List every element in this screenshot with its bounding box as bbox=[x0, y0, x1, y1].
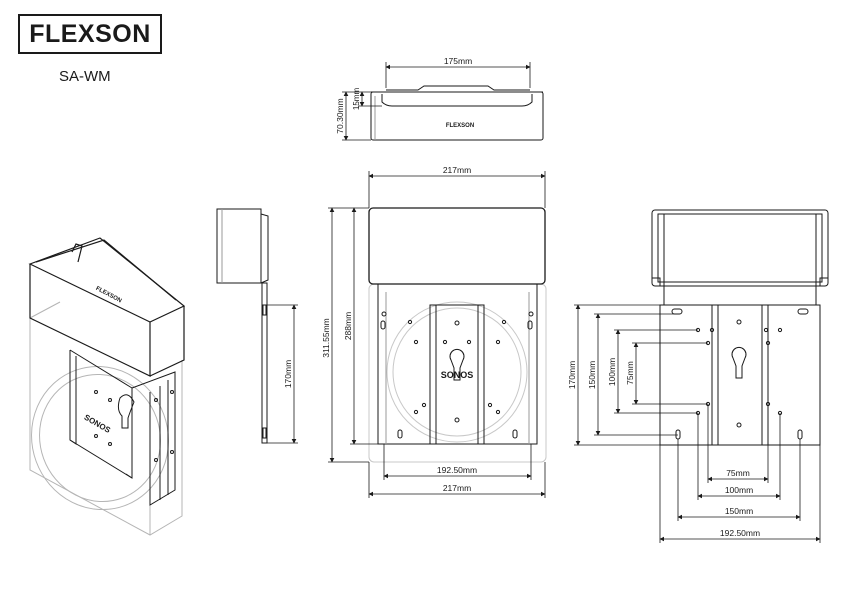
dim-front-total-label: 311.55mm bbox=[321, 318, 331, 358]
side-view bbox=[216, 208, 269, 444]
perspective-view bbox=[28, 237, 186, 536]
dim-side-170 bbox=[267, 304, 298, 444]
perspective-speaker-brand: SONOS bbox=[82, 413, 112, 436]
logo-text: FLEXSON bbox=[29, 19, 151, 48]
dim-175 bbox=[385, 62, 531, 88]
top-view bbox=[370, 85, 544, 141]
dim-70 bbox=[342, 91, 371, 141]
dim-back-w100-label: 100mm bbox=[725, 485, 753, 495]
dim-15 bbox=[358, 91, 382, 107]
dim-back-w192 bbox=[659, 445, 821, 543]
dim-front-top bbox=[368, 171, 546, 208]
dim-15-label: 15mm bbox=[352, 88, 361, 111]
dim-back-100 bbox=[614, 329, 698, 414]
dim-back-170 bbox=[574, 304, 660, 446]
dim-back-w75-label: 75mm bbox=[726, 468, 750, 478]
dim-70-label: 70.30mm bbox=[335, 98, 345, 133]
dim-side-170-label: 170mm bbox=[283, 360, 293, 388]
dim-front-bottom-label: 217mm bbox=[443, 483, 471, 493]
dim-front-total bbox=[328, 207, 369, 463]
dim-back-100-label: 100mm bbox=[607, 358, 617, 386]
dim-back-75-label: 75mm bbox=[625, 361, 635, 385]
dim-front-holes bbox=[383, 444, 532, 480]
back-view bbox=[651, 209, 829, 446]
dim-front-holes-label: 192.50mm bbox=[437, 465, 477, 475]
dim-back-w150-label: 150mm bbox=[725, 506, 753, 516]
dim-back-150-label: 150mm bbox=[587, 361, 597, 389]
dim-front-plate bbox=[350, 207, 378, 445]
flexson-logo: FLEXSON bbox=[18, 14, 162, 54]
dim-back-150 bbox=[594, 313, 678, 436]
dim-back-170-label: 170mm bbox=[567, 361, 577, 389]
dim-front-top-label: 217mm bbox=[443, 165, 471, 175]
front-speaker-brand: SONOS bbox=[441, 370, 474, 380]
dim-front-bottom bbox=[368, 462, 546, 498]
top-view-logo: FLEXSON bbox=[446, 123, 474, 129]
front-view bbox=[368, 207, 547, 463]
dim-back-75 bbox=[632, 342, 708, 405]
dim-back-w150 bbox=[677, 439, 801, 521]
dim-back-w192-label: 192.50mm bbox=[720, 528, 760, 538]
dim-175-label: 175mm bbox=[444, 56, 472, 66]
dim-back-w75 bbox=[707, 404, 769, 483]
dim-front-plate-label: 288mm bbox=[343, 312, 353, 340]
dim-back-w100 bbox=[697, 413, 781, 500]
model-name: SA-WM bbox=[59, 68, 111, 85]
